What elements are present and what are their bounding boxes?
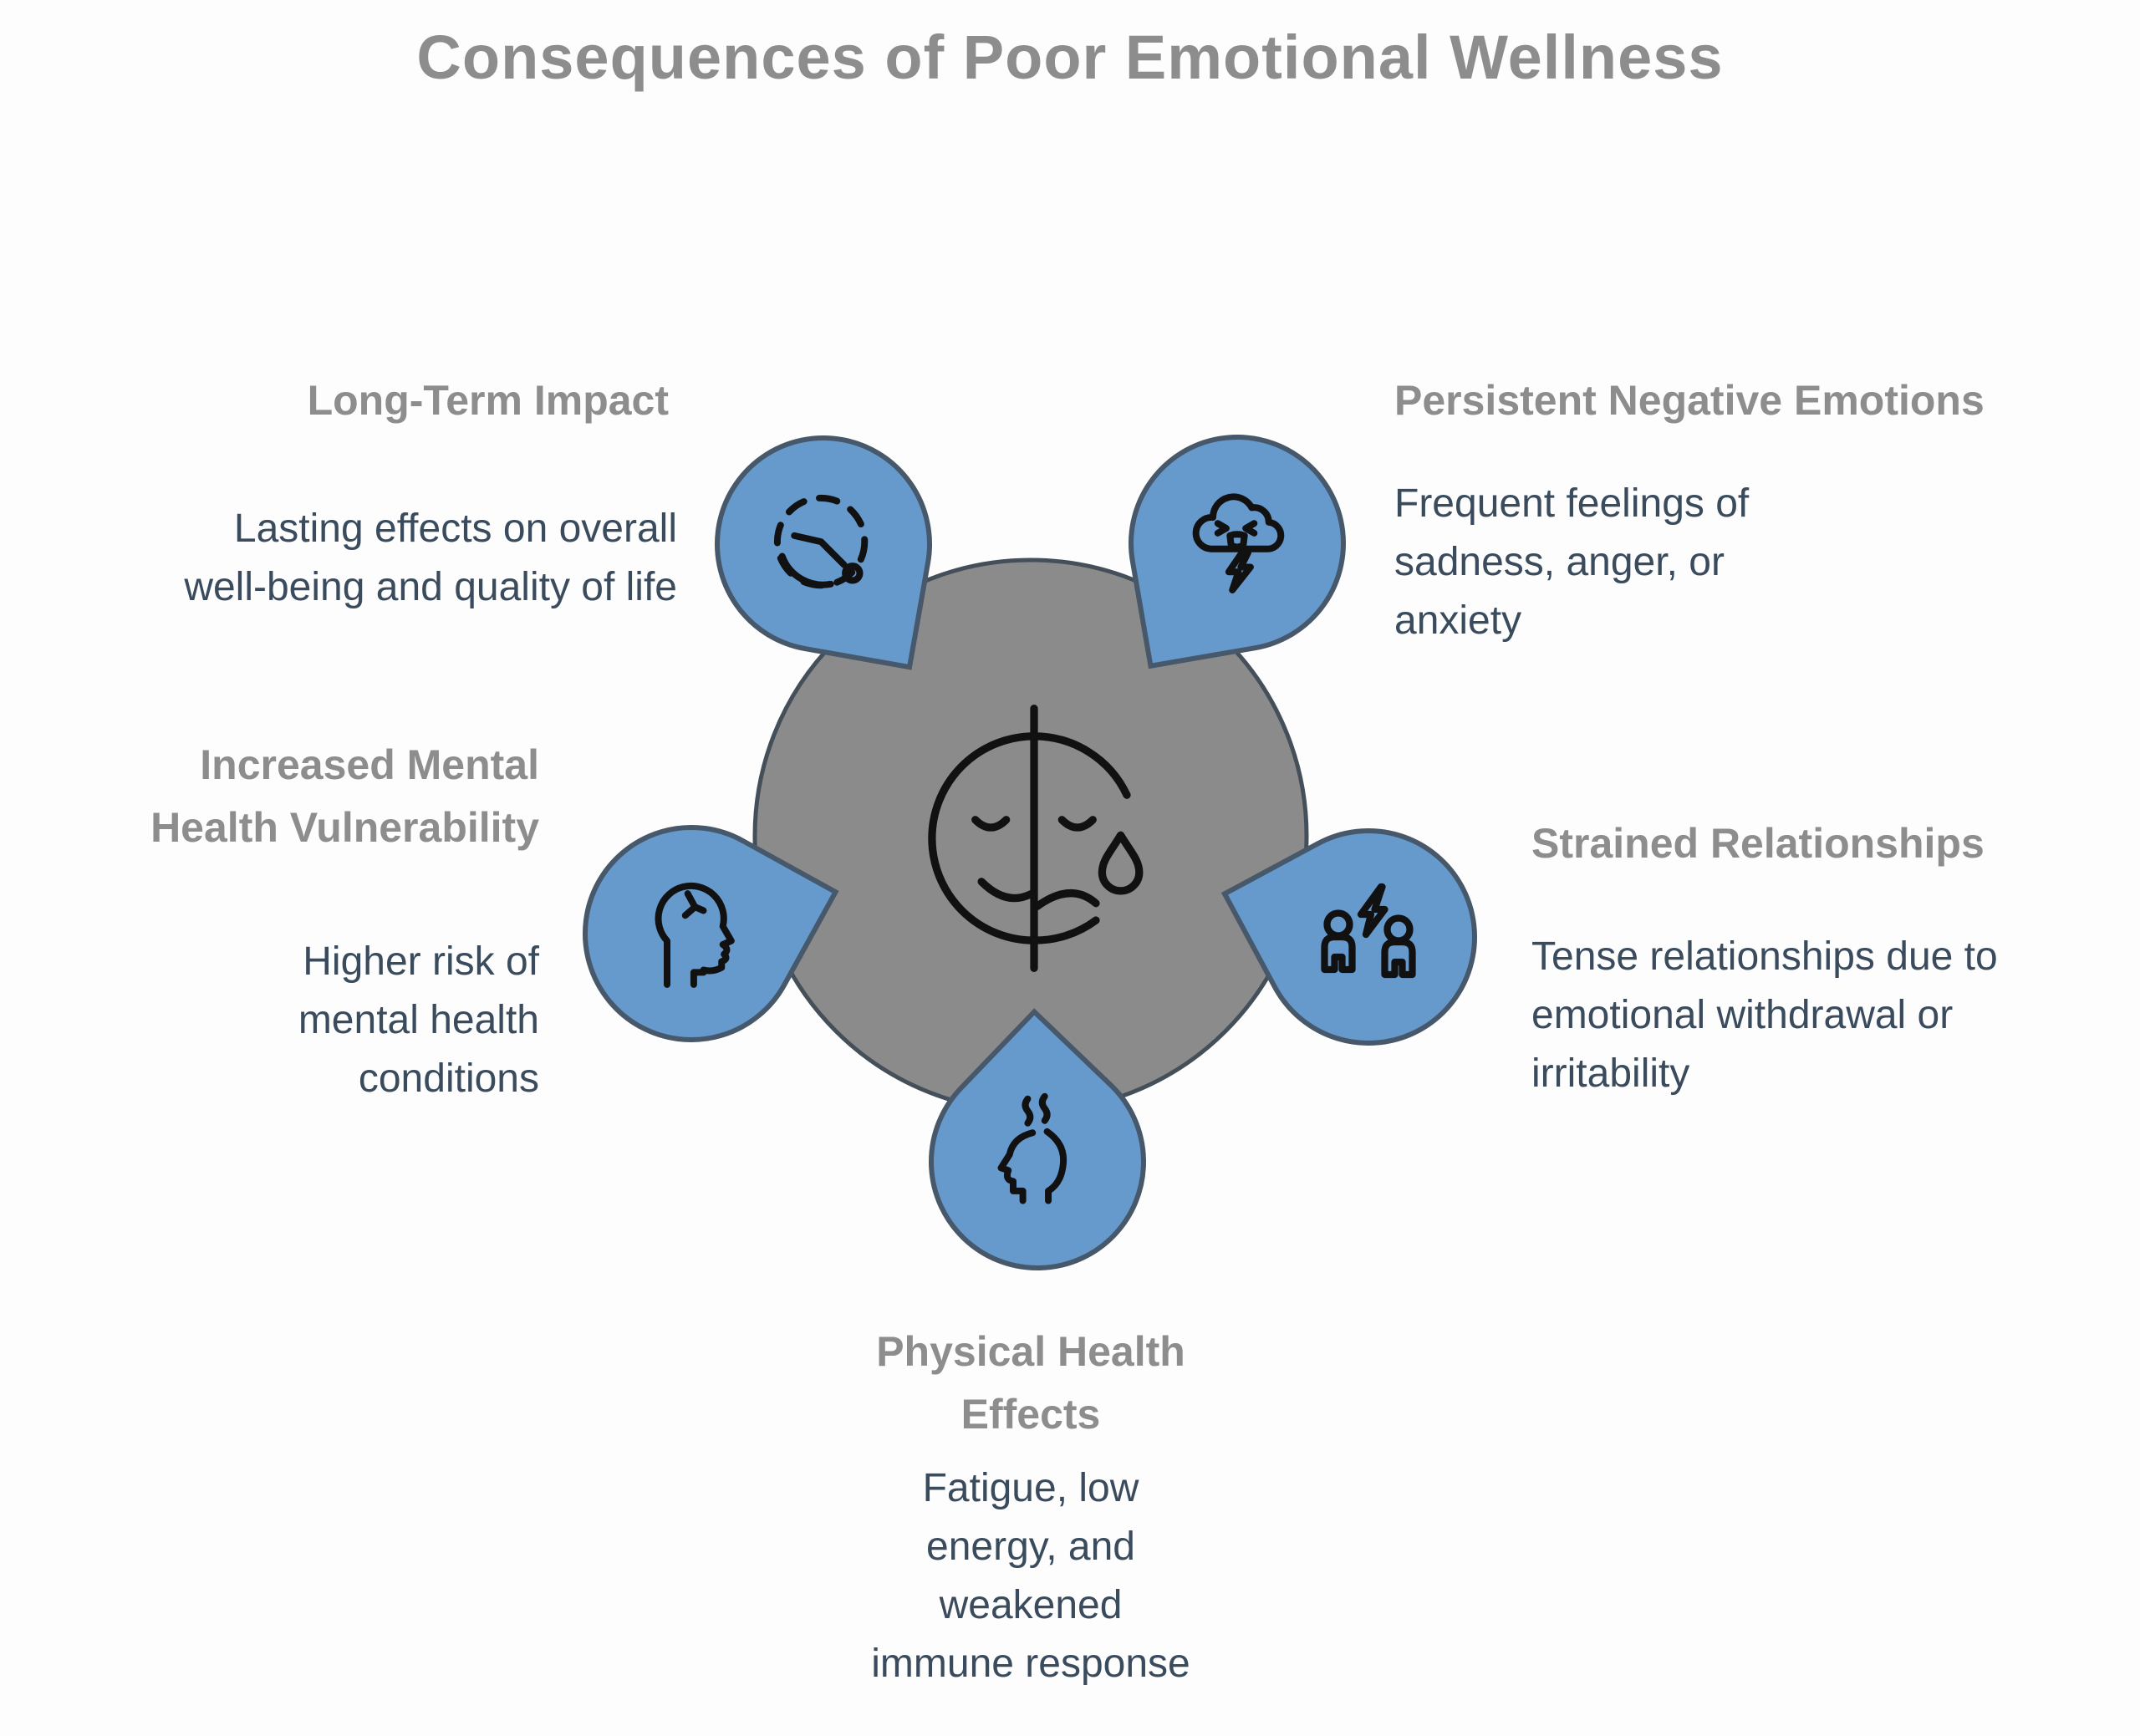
heading-persistent-negative-emotions: Persistent Negative Emotions: [1394, 377, 1985, 424]
pin-persistent-negative-emotions: [1129, 435, 1346, 669]
pin-increased-mental-health-vulnerability: [583, 825, 839, 1042]
clock-history-icon: [773, 494, 869, 589]
heading-strained-relationships: Strained Relationships: [1531, 820, 1985, 867]
fatigued-head-icon: [997, 1092, 1067, 1204]
heading-long-term-impact: Long-Term Impact: [307, 377, 669, 424]
page-title: Consequences of Poor Emotional Wellness: [416, 23, 1724, 92]
half-happy-half-sad-face-icon: [928, 704, 1144, 973]
body-persistent-negative-emotions: Frequent feelings of sadness, anger, or …: [1394, 481, 1750, 644]
heading-physical-health-effects: Physical Health Effects: [876, 1328, 1185, 1438]
cracked-head-icon: [655, 882, 735, 988]
heading-increased-mental-health-vulnerability: Increased Mental Health Vulnerability: [150, 741, 539, 851]
body-physical-health-effects: Fatigue, low energy, and weakened immune…: [871, 1466, 1190, 1687]
pin-physical-health-effects: [929, 1008, 1146, 1270]
body-increased-mental-health-vulnerability: Higher risk of mental health conditions: [298, 939, 539, 1102]
pin-long-term-impact: [715, 435, 932, 670]
people-conflict-icon: [1321, 883, 1416, 979]
angry-storm-cloud-icon: [1192, 493, 1285, 593]
body-strained-relationships: Tense relationships due to emotional wit…: [1531, 934, 1998, 1097]
body-long-term-impact: Lasting effects on overall well-being an…: [184, 507, 677, 610]
